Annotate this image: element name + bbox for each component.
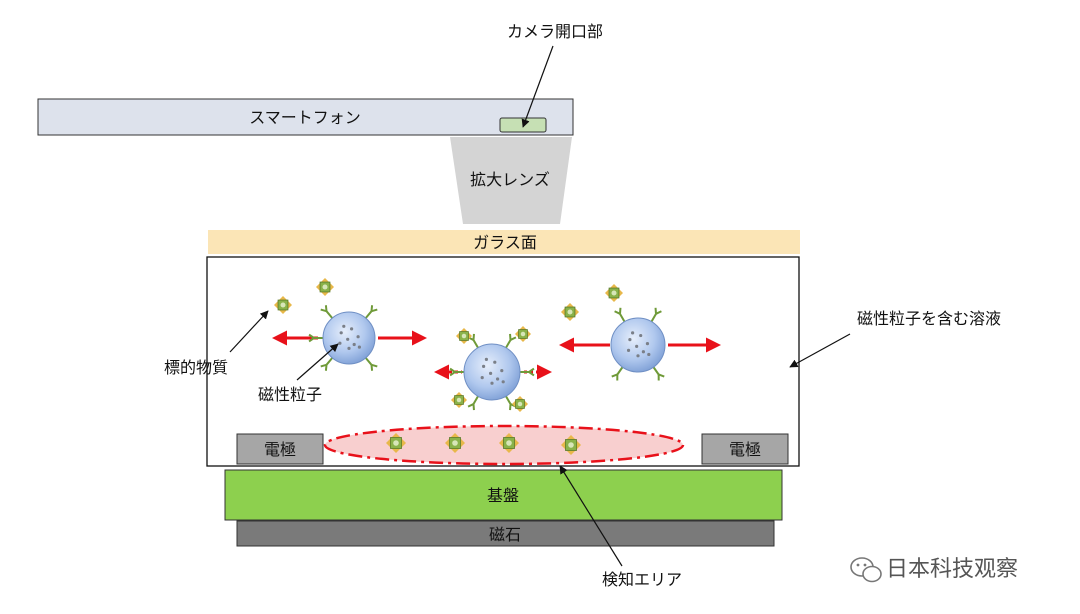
electrode-right-label: 電極 <box>729 440 761 459</box>
target-substance <box>451 392 467 408</box>
target-substance <box>512 396 528 412</box>
magnifying-lens-label: 拡大レンズ <box>470 170 550 189</box>
magnet-label: 磁石 <box>489 525 521 544</box>
magnetic-particle <box>610 307 666 381</box>
glass-surface-label: ガラス面 <box>473 233 537 252</box>
electrode-right <box>701 433 789 465</box>
camera-opening-label: カメラ開口部 <box>507 22 603 41</box>
target-substance <box>316 278 334 296</box>
watermark-text: 日本科技观察 <box>886 557 1018 582</box>
solution-pointer <box>789 333 851 368</box>
detection-area-label: 検知エリア <box>602 570 682 589</box>
target-substance <box>456 328 472 344</box>
target-substance <box>515 326 531 342</box>
solution-label: 磁性粒子を含む溶液 <box>857 309 1001 328</box>
camera-opening <box>499 117 547 133</box>
substrate <box>224 469 783 521</box>
target-substance <box>274 296 292 314</box>
smartphone-label: スマートフォン <box>249 108 361 127</box>
magnifying-lens <box>450 137 572 224</box>
captured-target <box>386 433 406 453</box>
electrode-left-label: 電極 <box>264 440 296 459</box>
captured-target <box>499 433 519 453</box>
target-substance <box>605 284 623 302</box>
camera-opening-pointer <box>521 45 554 128</box>
captured-target <box>561 435 581 455</box>
captured-target <box>445 433 465 453</box>
substrate-label: 基盤 <box>487 486 519 505</box>
target-substance <box>561 303 579 321</box>
wechat-icon <box>850 557 882 583</box>
magnet <box>236 520 775 547</box>
target-substance-pointer <box>229 310 269 353</box>
glass-surface <box>208 230 800 254</box>
magnetic-particle-label: 磁性粒子 <box>258 385 322 404</box>
magnetic-particle-pointer <box>296 343 339 381</box>
smartphone-body <box>37 98 574 136</box>
electrode-left <box>236 433 324 465</box>
detection-area-pointer <box>559 465 623 567</box>
target-substance-label: 標的物質 <box>164 358 228 377</box>
magnetic-particle <box>449 333 535 411</box>
